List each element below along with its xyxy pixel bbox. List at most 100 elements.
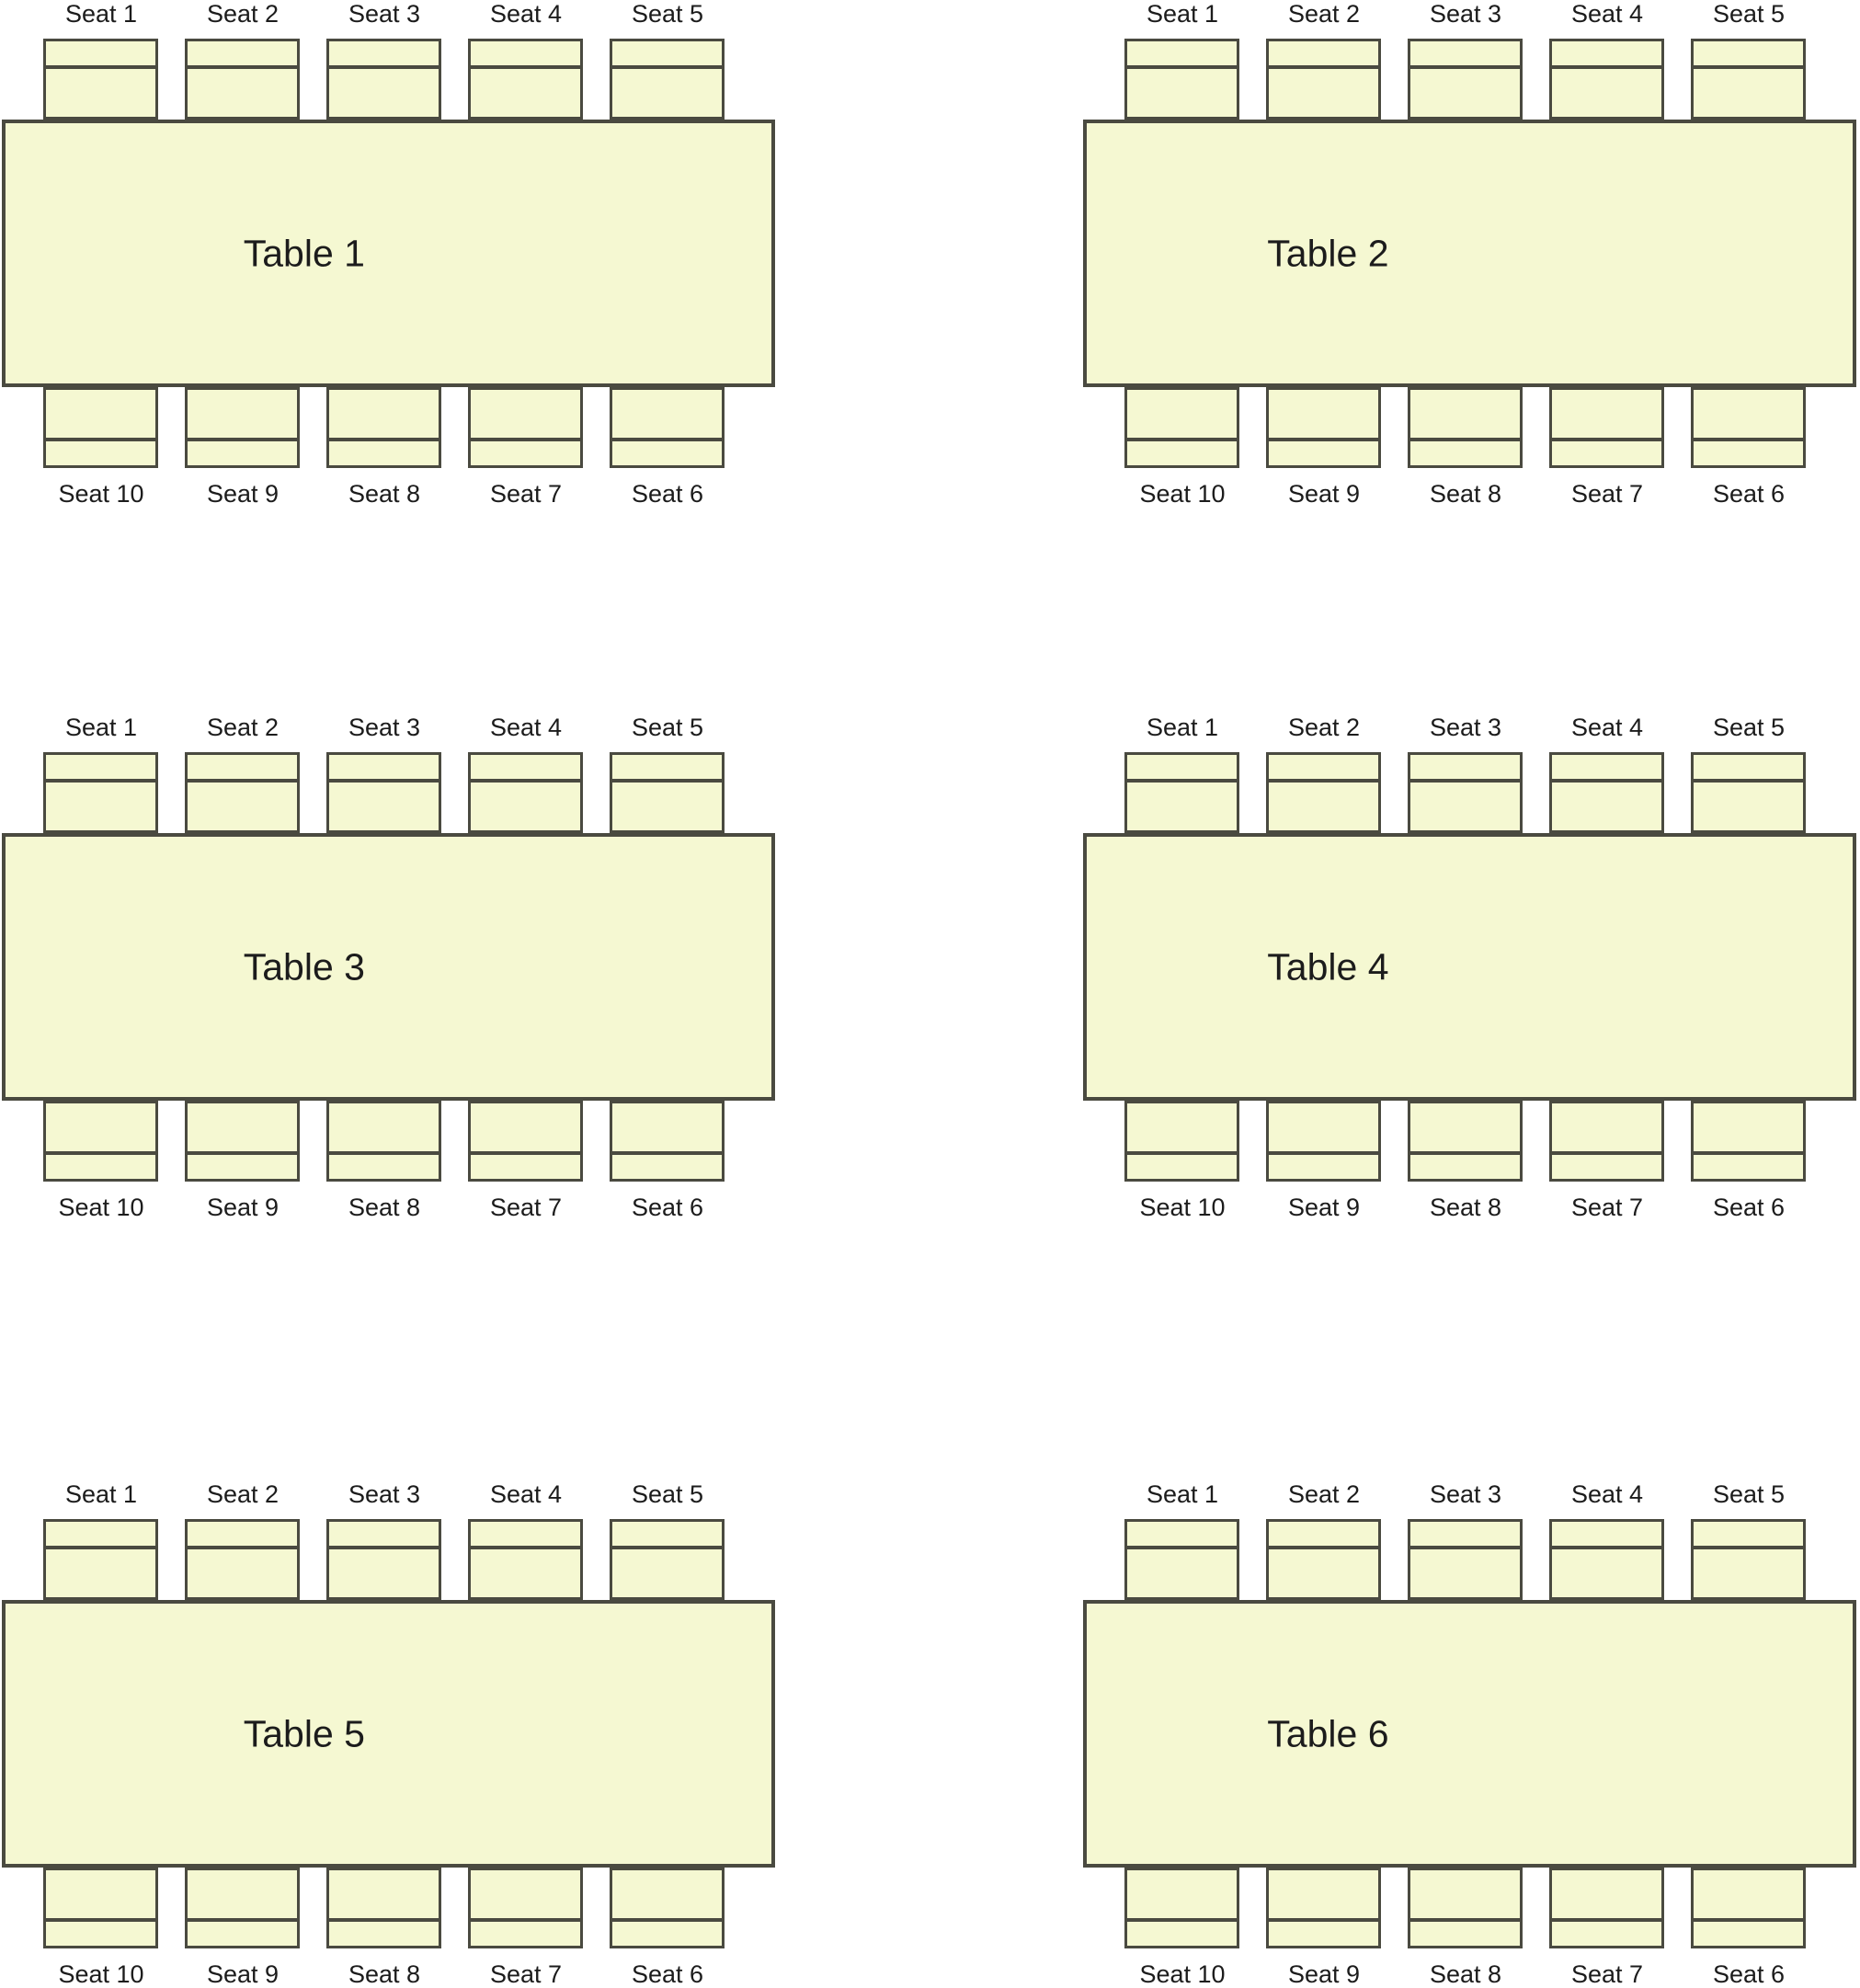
table-6-seat-label: Seat 3 — [1429, 1480, 1502, 1508]
table-6-seat-label: Seat 10 — [1139, 1960, 1226, 1988]
table-4-label: Table 4 — [1267, 945, 1389, 988]
table-4-seat-label: Seat 5 — [1712, 714, 1786, 741]
table-5-chair-seat-8 — [326, 1868, 441, 1948]
table-4-chair-seat-10 — [1124, 1101, 1239, 1182]
table-2-seat-label: Seat 8 — [1429, 480, 1502, 508]
table-5-seat-label: Seat 3 — [348, 1480, 421, 1508]
table-5-chair-seat-10 — [43, 1868, 158, 1948]
table-3-chair-seat-3 — [326, 752, 441, 833]
table-1-chair-seat-1 — [43, 39, 158, 120]
table-2-seat-label: Seat 10 — [1139, 480, 1226, 508]
table-1-chair-seat-9 — [185, 387, 300, 468]
table-1-seat-label: Seat 7 — [489, 480, 563, 508]
table-1-chair-seat-2 — [185, 39, 300, 120]
table-1: Table 1 — [2, 120, 775, 387]
table-6-chair-seat-6 — [1691, 1868, 1806, 1948]
table-2-chair-seat-3 — [1408, 39, 1523, 120]
table-1-seat-label: Seat 9 — [206, 480, 280, 508]
table-6-seat-label: Seat 4 — [1570, 1480, 1644, 1508]
table-3-chair-seat-7 — [468, 1101, 583, 1182]
table-5-seat-label: Seat 5 — [631, 1480, 704, 1508]
table-1-seat-label: Seat 1 — [64, 0, 138, 28]
table-2-chair-seat-2 — [1266, 39, 1381, 120]
table-5-seat-label: Seat 1 — [64, 1480, 138, 1508]
table-3-seat-label: Seat 6 — [631, 1194, 704, 1221]
table-3-seat-label: Seat 9 — [206, 1194, 280, 1221]
table-3-seat-label: Seat 8 — [348, 1194, 421, 1221]
table-3-seat-label: Seat 4 — [489, 714, 563, 741]
table-3-chair-seat-6 — [610, 1101, 725, 1182]
table-6-chair-seat-3 — [1408, 1519, 1523, 1600]
table-5-chair-seat-9 — [185, 1868, 300, 1948]
table-1-seat-label: Seat 6 — [631, 480, 704, 508]
table-3-chair-seat-4 — [468, 752, 583, 833]
table-3-chair-seat-2 — [185, 752, 300, 833]
table-6-seat-label: Seat 8 — [1429, 1960, 1502, 1988]
table-5-seat-label: Seat 10 — [58, 1960, 144, 1988]
table-5-chair-seat-5 — [610, 1519, 725, 1600]
table-3: Table 3 — [2, 833, 775, 1101]
table-6-chair-seat-8 — [1408, 1868, 1523, 1948]
table-6-seat-label: Seat 1 — [1146, 1480, 1219, 1508]
table-3-chair-seat-5 — [610, 752, 725, 833]
table-2-seat-label: Seat 9 — [1287, 480, 1361, 508]
table-6-chair-seat-5 — [1691, 1519, 1806, 1600]
table-1-chair-seat-8 — [326, 387, 441, 468]
table-6-seat-label: Seat 2 — [1287, 1480, 1361, 1508]
table-1-seat-label: Seat 2 — [206, 0, 280, 28]
table-5-chair-seat-7 — [468, 1868, 583, 1948]
table-3-chair-seat-8 — [326, 1101, 441, 1182]
table-6-seat-label: Seat 5 — [1712, 1480, 1786, 1508]
table-3-seat-label: Seat 1 — [64, 714, 138, 741]
table-3-chair-seat-9 — [185, 1101, 300, 1182]
table-3-seat-label: Seat 10 — [58, 1194, 144, 1221]
table-4-chair-seat-5 — [1691, 752, 1806, 833]
table-4-chair-seat-6 — [1691, 1101, 1806, 1182]
table-2-chair-seat-9 — [1266, 387, 1381, 468]
table-3-chair-seat-10 — [43, 1101, 158, 1182]
table-5: Table 5 — [2, 1600, 775, 1868]
table-1-seat-label: Seat 8 — [348, 480, 421, 508]
table-4-seat-label: Seat 8 — [1429, 1194, 1502, 1221]
table-2-chair-seat-6 — [1691, 387, 1806, 468]
table-4: Table 4 — [1083, 833, 1856, 1101]
table-4-seat-label: Seat 9 — [1287, 1194, 1361, 1221]
table-2-chair-seat-10 — [1124, 387, 1239, 468]
table-6-seat-label: Seat 9 — [1287, 1960, 1361, 1988]
table-2-chair-seat-8 — [1408, 387, 1523, 468]
table-6-chair-seat-4 — [1549, 1519, 1664, 1600]
table-3-chair-seat-1 — [43, 752, 158, 833]
table-2-chair-seat-1 — [1124, 39, 1239, 120]
table-4-chair-seat-7 — [1549, 1101, 1664, 1182]
table-4-chair-seat-8 — [1408, 1101, 1523, 1182]
table-4-seat-label: Seat 6 — [1712, 1194, 1786, 1221]
table-3-seat-label: Seat 5 — [631, 714, 704, 741]
table-5-chair-seat-1 — [43, 1519, 158, 1600]
table-1-chair-seat-5 — [610, 39, 725, 120]
table-2-label: Table 2 — [1267, 232, 1389, 274]
table-2-seat-label: Seat 2 — [1287, 0, 1361, 28]
table-3-label: Table 3 — [243, 945, 365, 988]
table-1-label: Table 1 — [243, 232, 365, 274]
table-4-seat-label: Seat 2 — [1287, 714, 1361, 741]
table-2-seat-label: Seat 4 — [1570, 0, 1644, 28]
table-2-seat-label: Seat 1 — [1146, 0, 1219, 28]
table-1-chair-seat-6 — [610, 387, 725, 468]
table-2-seat-label: Seat 6 — [1712, 480, 1786, 508]
table-6-chair-seat-10 — [1124, 1868, 1239, 1948]
table-4-chair-seat-4 — [1549, 752, 1664, 833]
table-2-seat-label: Seat 5 — [1712, 0, 1786, 28]
table-5-chair-seat-3 — [326, 1519, 441, 1600]
table-2: Table 2 — [1083, 120, 1856, 387]
table-6-chair-seat-2 — [1266, 1519, 1381, 1600]
table-5-seat-label: Seat 2 — [206, 1480, 280, 1508]
table-6-seat-label: Seat 6 — [1712, 1960, 1786, 1988]
table-1-chair-seat-4 — [468, 39, 583, 120]
table-1-seat-label: Seat 3 — [348, 0, 421, 28]
table-5-seat-label: Seat 8 — [348, 1960, 421, 1988]
